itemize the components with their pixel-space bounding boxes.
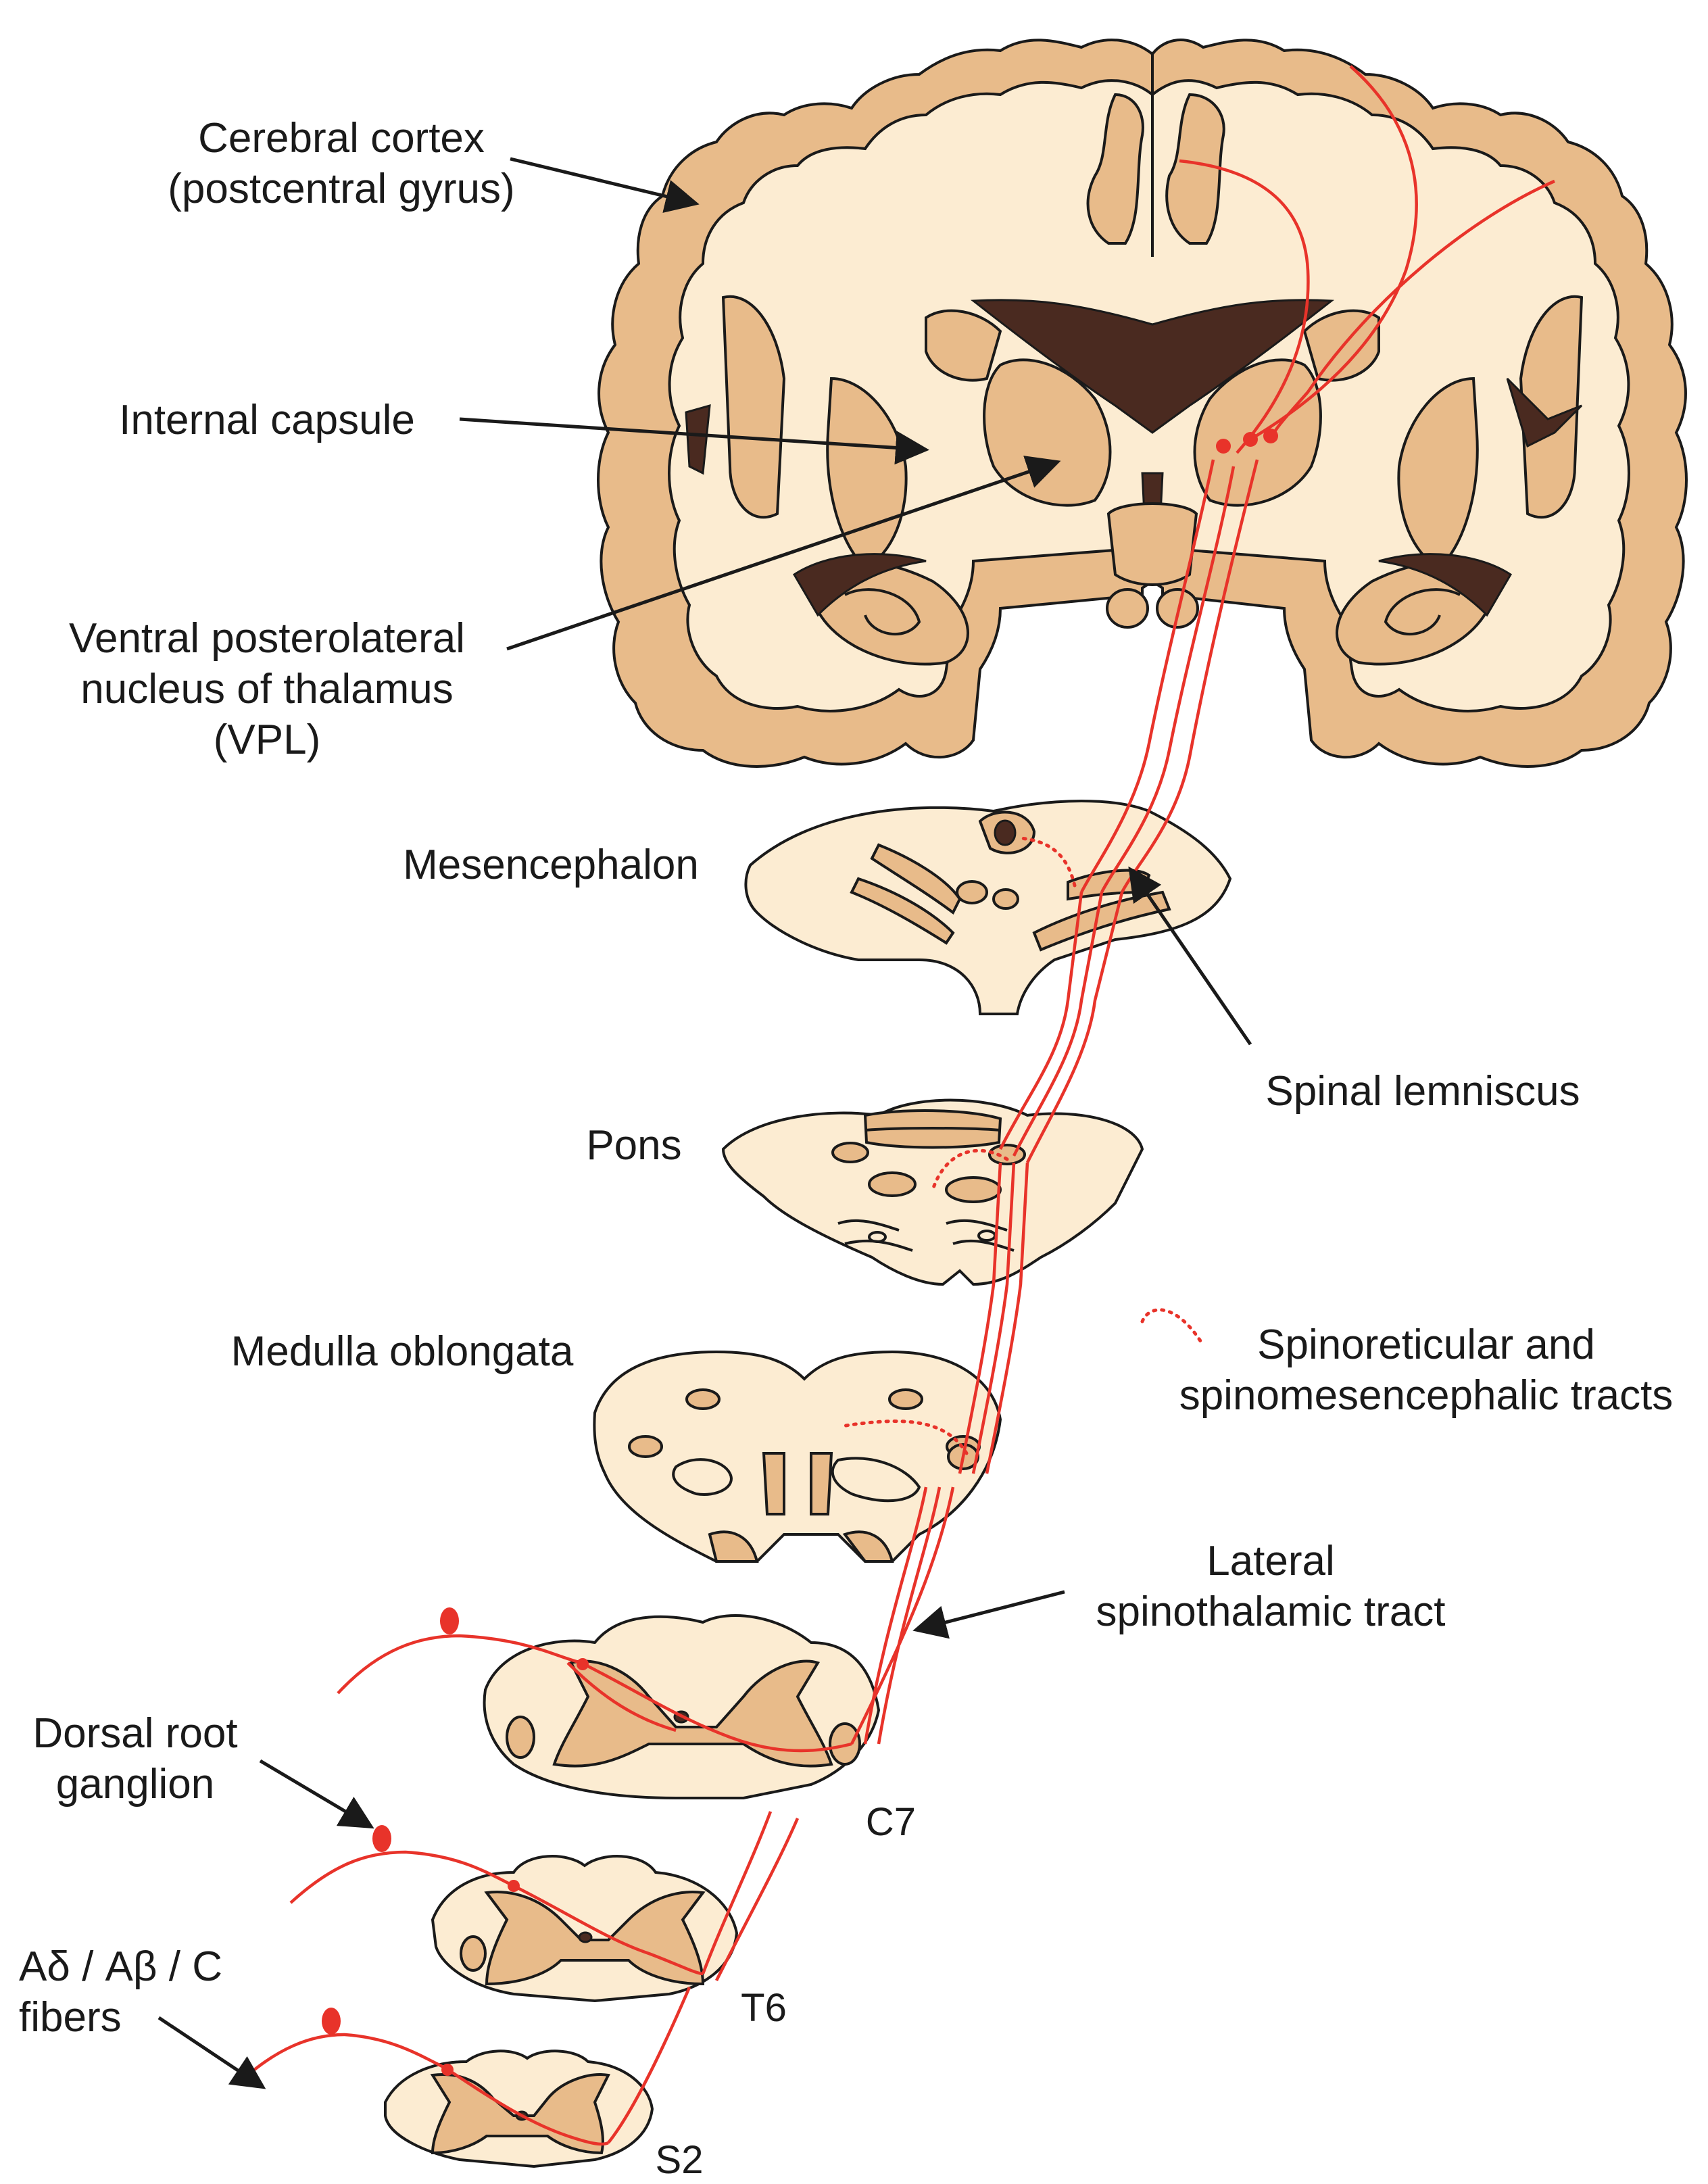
t6-cord-section xyxy=(431,1855,739,2003)
label-legend-1: Spinoreticular and xyxy=(1257,1321,1595,1368)
label-legend-2: spinomesencephalic tracts xyxy=(1179,1372,1674,1419)
labels: Cerebral cortex (postcentral gyrus) Inte… xyxy=(19,115,1673,2182)
label-fibers-1: Aδ / Aβ / C xyxy=(19,1943,222,1990)
insula-left xyxy=(721,295,786,519)
annotation-arrows xyxy=(157,157,1252,2089)
hypothalamus xyxy=(1106,502,1198,586)
label-vpl-1: Ventral posterolateral xyxy=(69,615,465,662)
thalamus-right xyxy=(1193,358,1322,507)
insula-right xyxy=(1519,295,1584,519)
label-t6: T6 xyxy=(741,1986,787,2030)
label-cortex-2: (postcentral gyrus) xyxy=(168,166,514,212)
label-lst-1: Lateral xyxy=(1206,1538,1335,1584)
pons-section xyxy=(721,1098,1144,1286)
putamen-right xyxy=(1397,377,1479,570)
hippo-swirl-left xyxy=(844,588,921,635)
label-fibers-2: fibers xyxy=(19,1994,122,2041)
label-drg-1: Dorsal root xyxy=(32,1710,237,1757)
label-vpl-3: (VPL) xyxy=(214,717,320,763)
label-lst-2: spinothalamic tract xyxy=(1096,1588,1446,1635)
spinothalamic-tract-lines xyxy=(239,65,1555,2146)
brain-coronal-section xyxy=(597,39,1688,768)
label-mesencephalon: Mesencephalon xyxy=(403,842,699,888)
cortex-sulcus-left xyxy=(1086,93,1144,245)
hippo-swirl-right xyxy=(1384,588,1461,635)
label-medulla: Medulla oblongata xyxy=(231,1328,574,1375)
mesencephalon-section xyxy=(744,800,1232,1015)
label-cortex-1: Cerebral cortex xyxy=(198,115,485,162)
mammillary-body-left xyxy=(1106,588,1149,629)
label-spinal-lemniscus: Spinal lemniscus xyxy=(1265,1068,1580,1115)
label-drg-2: ganglion xyxy=(56,1761,214,1807)
label-s2: S2 xyxy=(656,2138,704,2182)
cortex-sulcus-right xyxy=(1165,93,1225,245)
label-vpl-2: nucleus of thalamus xyxy=(80,666,453,712)
label-pons: Pons xyxy=(586,1122,681,1169)
mammillary-body-right xyxy=(1156,588,1199,629)
c7-cord-section xyxy=(483,1614,881,1799)
dark-right-small xyxy=(1506,377,1583,448)
label-c7: C7 xyxy=(866,1800,916,1844)
caudate-left xyxy=(925,309,1002,382)
dark-left-small xyxy=(685,404,711,475)
medulla-section xyxy=(593,1350,1002,1563)
legend-dotted-sample xyxy=(1140,1308,1205,1347)
thalamus-left xyxy=(983,358,1112,507)
temporal-horn-right xyxy=(1378,553,1513,617)
temporal-horn-left xyxy=(792,553,927,617)
label-internal-capsule: Internal capsule xyxy=(119,397,415,443)
s2-cord-section xyxy=(384,2049,654,2168)
